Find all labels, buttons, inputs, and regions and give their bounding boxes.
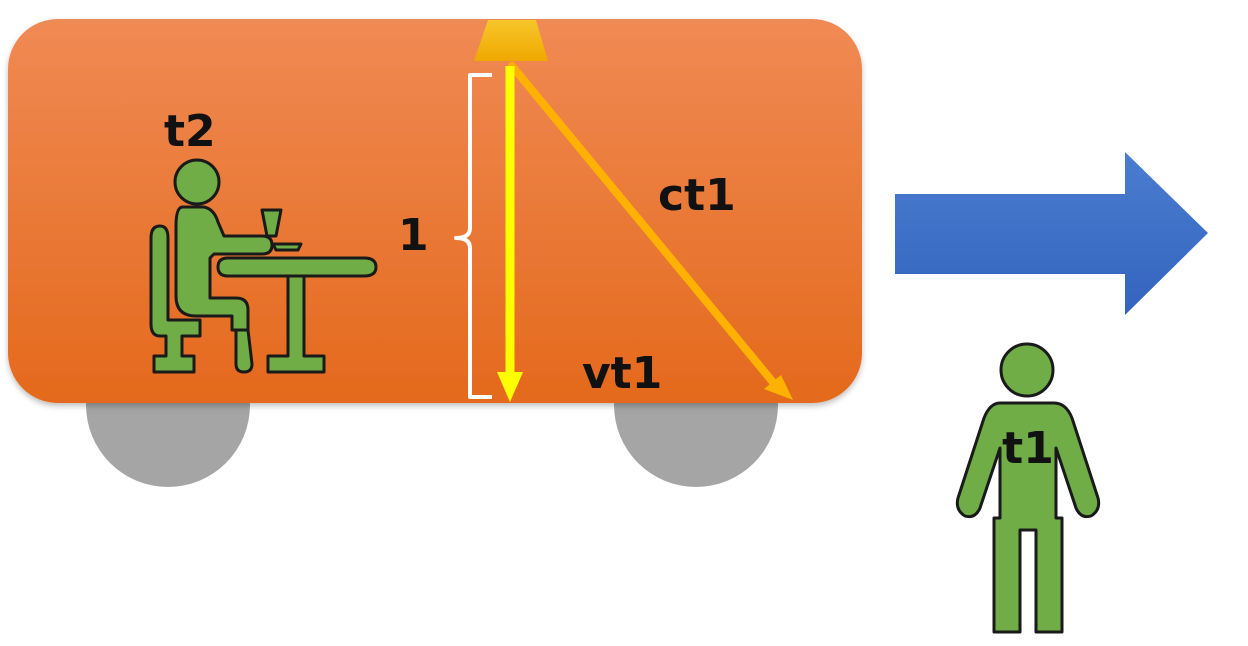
vertical-ray-label: vt1 <box>582 348 662 399</box>
length-label: 1 <box>398 210 429 261</box>
person-at-table-icon <box>149 158 378 374</box>
standing-person-label: t1 <box>1002 423 1054 474</box>
standing-person-icon <box>955 342 1101 634</box>
lamp-icon <box>474 20 548 61</box>
diagonal-light-ray <box>508 62 793 400</box>
vertical-light-ray <box>497 66 523 402</box>
diagonal-ray-label: ct1 <box>658 170 736 221</box>
right-arrow-icon <box>895 152 1208 315</box>
length-bracket <box>454 73 492 399</box>
seated-person-label: t2 <box>164 106 216 157</box>
